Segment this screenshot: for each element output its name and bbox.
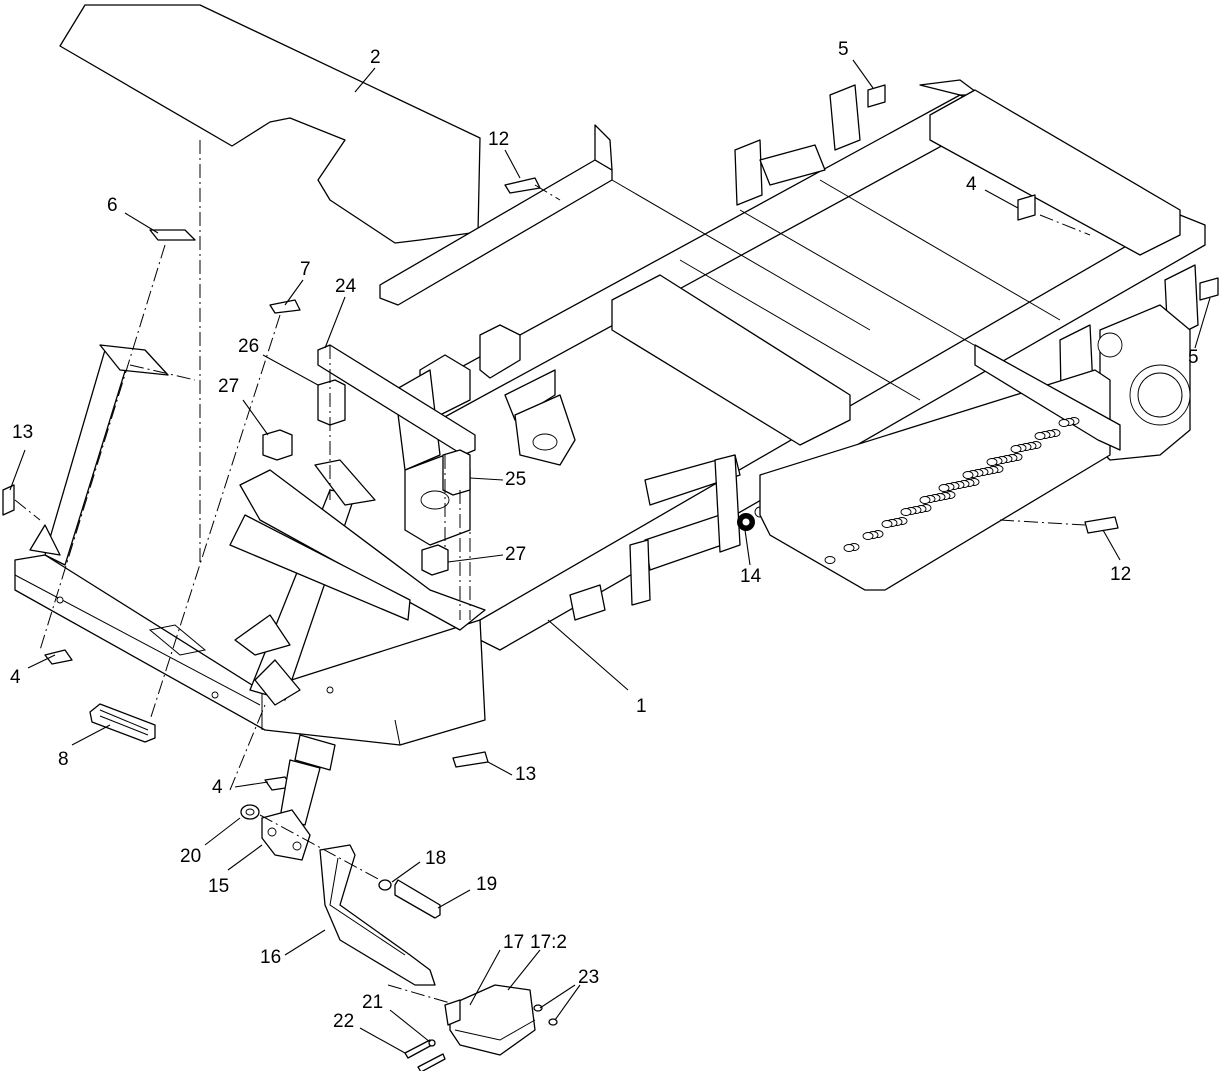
part-1-main-frame: [379, 79, 1206, 651]
decal-4-top: [1017, 194, 1036, 221]
part-8-grip: [89, 703, 156, 743]
assembly-guide-lines: [14, 140, 1091, 1004]
callout-25: 25: [505, 469, 526, 490]
callout-17: 17: [503, 932, 524, 953]
callout-4: 4: [212, 777, 223, 798]
deck-perforation: [900, 508, 912, 516]
deck-perforation: [1034, 432, 1046, 440]
callout-27: 27: [218, 376, 239, 397]
decal-12-right: [1084, 516, 1119, 534]
part-27-block-upper: [262, 429, 293, 461]
callout-22: 22: [333, 1011, 354, 1032]
callout-23: 23: [578, 967, 599, 988]
callout-14: 14: [740, 566, 762, 587]
decal-13-bottom: [452, 751, 489, 768]
deck-perforation: [824, 556, 836, 564]
leader-lines: [9, 59, 1211, 1054]
part-26-block: [317, 379, 346, 426]
callout-20: 20: [180, 846, 201, 867]
callout-12: 12: [1110, 564, 1131, 585]
callout-4: 4: [966, 174, 977, 195]
part-18-washer: [378, 879, 392, 891]
callout-6: 6: [107, 195, 118, 216]
part-25-block: [442, 449, 471, 496]
foot-deck-plate: [759, 344, 1121, 591]
callout-16: 16: [260, 947, 281, 968]
callout-1: 1: [636, 696, 647, 717]
callout-27: 27: [505, 544, 526, 565]
part-27-block-lower: [421, 544, 449, 576]
part-22-screw-b: [417, 1053, 446, 1073]
deck-perforation: [1010, 445, 1022, 453]
callout-15: 15: [208, 876, 229, 897]
callout-8: 8: [58, 749, 69, 770]
pedal-assembly: [240, 734, 558, 1073]
callout-24: 24: [335, 276, 357, 297]
deck-perforation: [986, 458, 998, 466]
callout-5: 5: [1188, 347, 1199, 368]
deck-perforation: [1058, 419, 1070, 427]
part-20-nut: [240, 804, 260, 820]
part-2-plate: [59, 4, 481, 244]
part-23-nut-b: [548, 1018, 558, 1026]
callout-5: 5: [838, 39, 849, 60]
callout-21: 21: [362, 992, 383, 1013]
decal-4-left: [44, 649, 73, 665]
callout-18: 18: [425, 848, 446, 869]
callout-13: 13: [12, 422, 33, 443]
deck-perforation: [938, 484, 950, 492]
decal-5-right: [1199, 277, 1219, 301]
front-subframe: [14, 344, 486, 746]
part-22-screw-a: [404, 1039, 433, 1059]
decal-6: [149, 229, 196, 241]
callout-4: 4: [10, 667, 21, 688]
decal-5-top: [867, 84, 886, 108]
deck-perforation: [881, 520, 893, 528]
callout-13: 13: [515, 764, 536, 785]
callout-26: 26: [238, 336, 259, 357]
deck-perforation: [919, 496, 931, 504]
deck-perforation: [843, 544, 855, 552]
callout-2: 2: [370, 47, 381, 68]
part-19-bolt: [394, 879, 441, 919]
callout-19: 19: [476, 874, 497, 895]
decal-7: [269, 299, 301, 314]
deck-perforation: [962, 471, 974, 479]
callout-7: 7: [300, 259, 311, 280]
deck-perforation: [862, 532, 874, 540]
callout-17-2: 17:2: [530, 932, 567, 953]
decal-12-top: [504, 177, 541, 194]
callout-12: 12: [488, 129, 509, 150]
part-23-nut-a: [533, 1004, 543, 1012]
callout-labels: 2 5 12 4 6 7 24 26 27 13 5 25 27 14 12 1…: [10, 39, 1199, 1032]
decal-13-left: [2, 484, 15, 516]
